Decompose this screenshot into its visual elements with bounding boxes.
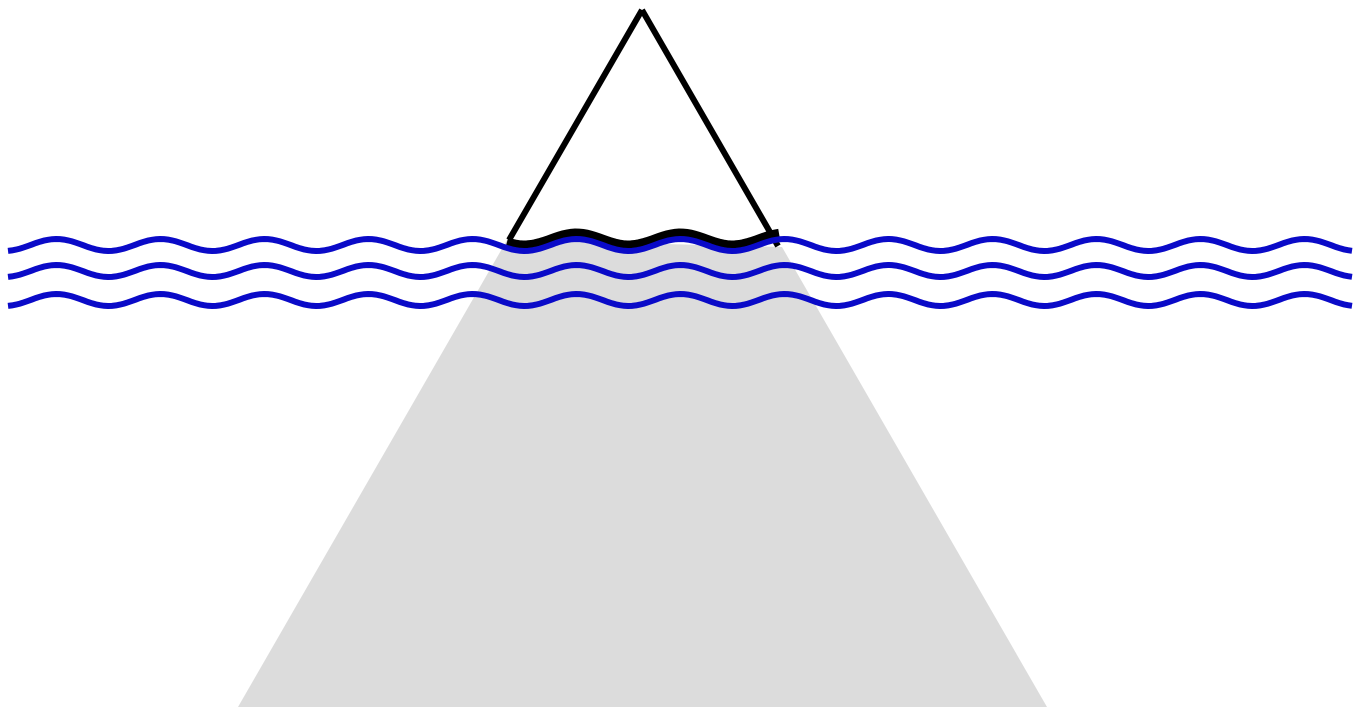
iceberg-diagram xyxy=(0,0,1360,711)
